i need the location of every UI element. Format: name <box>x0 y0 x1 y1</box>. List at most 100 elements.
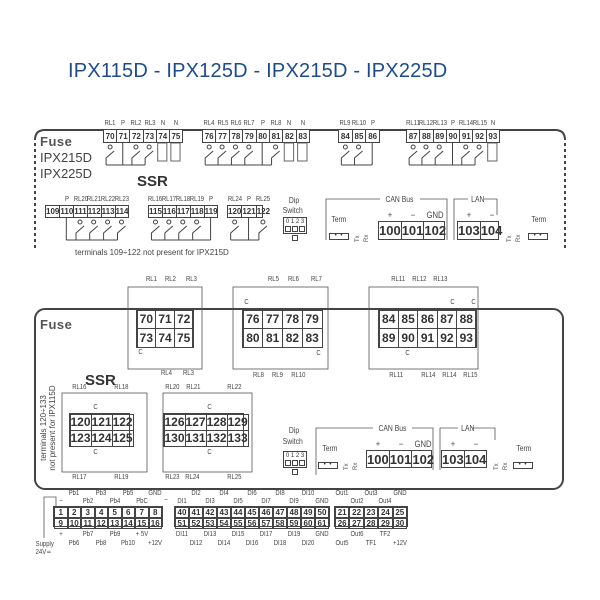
dip-switch[interactable]: 0 1 2 3 <box>283 217 307 241</box>
terminal: 125 <box>111 429 134 447</box>
lan-title: LAN <box>461 424 475 433</box>
relay-label: RL11 <box>391 276 406 283</box>
relay-switch-icon <box>354 150 363 165</box>
common-label: C <box>471 299 476 306</box>
terminal-label: DI11 <box>175 531 189 538</box>
relay-switch-icon <box>131 150 141 165</box>
relay-contact-icon <box>410 144 416 150</box>
terminal-label: Out2 <box>350 498 364 505</box>
relay-label: RL23 <box>165 474 180 481</box>
termination-jumper[interactable]: • • <box>329 233 349 240</box>
common-label: C <box>405 350 410 357</box>
termination-jumper[interactable]: • • <box>513 462 533 469</box>
relay-switch-icon <box>271 150 280 165</box>
terminal: 73 <box>136 328 157 348</box>
terminal: 92 <box>436 328 458 348</box>
relay-label: RL3 <box>182 370 194 377</box>
terminal-label: PbC <box>135 498 148 505</box>
relay-switch-icon <box>178 225 188 240</box>
terminal-label: − <box>59 498 63 505</box>
relay-label: RL15 <box>463 372 478 379</box>
terminal-label: N <box>160 120 165 127</box>
relay-switch-icon <box>117 225 126 240</box>
terminal-label: P <box>260 120 265 127</box>
relay-label: RL13 <box>433 276 448 283</box>
terminal-label: + <box>466 210 472 220</box>
terminal-label: RL9 <box>339 120 351 127</box>
terminal: 71 <box>155 309 175 329</box>
neutral-bridge <box>170 142 181 162</box>
terminal-label: DI13 <box>203 531 217 538</box>
terminal: 90 <box>397 328 419 348</box>
terminal: 30+12V <box>392 518 407 547</box>
terminal-label: RL2 <box>130 120 142 127</box>
relay-switch-icon <box>461 150 471 165</box>
relay-contact-icon <box>463 144 469 150</box>
terminal-label: Out3 <box>364 490 378 497</box>
terminal: 83 <box>301 328 323 348</box>
terminal-label: Pb2 <box>82 498 94 505</box>
terminal-label: Pb1 <box>68 490 80 497</box>
termination-jumper[interactable]: • • <box>528 233 548 240</box>
relay-contact-icon <box>342 144 348 150</box>
terminal-label: DI8 <box>275 490 285 497</box>
dip-switch[interactable]: 0 1 2 3 <box>283 451 307 475</box>
terminal-label: DI3 <box>205 498 215 505</box>
supply-label: Supply 24V≂ <box>36 541 54 557</box>
relay-switch-icon <box>421 150 431 165</box>
relay-label: RL25 <box>227 474 242 481</box>
tx-label: Tx <box>355 235 361 242</box>
lan-terminals: 103+104− <box>457 210 502 240</box>
relay-contact-icon <box>232 144 238 150</box>
relay-switch-icon <box>89 225 99 240</box>
relay-label: RL5 <box>267 276 279 283</box>
terminal-label: TF1 <box>365 540 377 547</box>
relay-label: RL10 <box>291 372 306 379</box>
neutral-bridge <box>157 142 168 162</box>
relay-contact-icon <box>119 219 124 225</box>
terminal: 128 <box>205 413 228 431</box>
terminal-label: GND <box>426 210 444 220</box>
relay-switch-icon <box>204 150 214 165</box>
terminal-label: P <box>247 196 252 203</box>
terminal-label: Out4 <box>378 498 392 505</box>
neutral-bridge <box>297 142 308 162</box>
terminal-label: RL19 <box>190 196 205 203</box>
terminal-label: + <box>450 439 456 449</box>
neutral-bridge <box>487 142 498 162</box>
page-title: IPX115D - IPX125D - IPX215D - IPX225D <box>68 60 448 82</box>
terminal-label: Pb7 <box>82 531 94 538</box>
termination-jumper[interactable]: • • <box>318 462 338 469</box>
terminal-label: P <box>121 120 126 127</box>
dip-positions: 0 1 2 3 <box>285 453 305 459</box>
relay-switch-icon <box>217 150 227 165</box>
terminal-label: N <box>287 120 292 127</box>
rx-label: Rx <box>516 234 522 242</box>
terminal-label: +12V <box>392 540 407 547</box>
terminal: 84 <box>378 309 399 329</box>
relay-label: RL4 <box>160 370 172 377</box>
relay-contact-icon <box>476 144 482 150</box>
